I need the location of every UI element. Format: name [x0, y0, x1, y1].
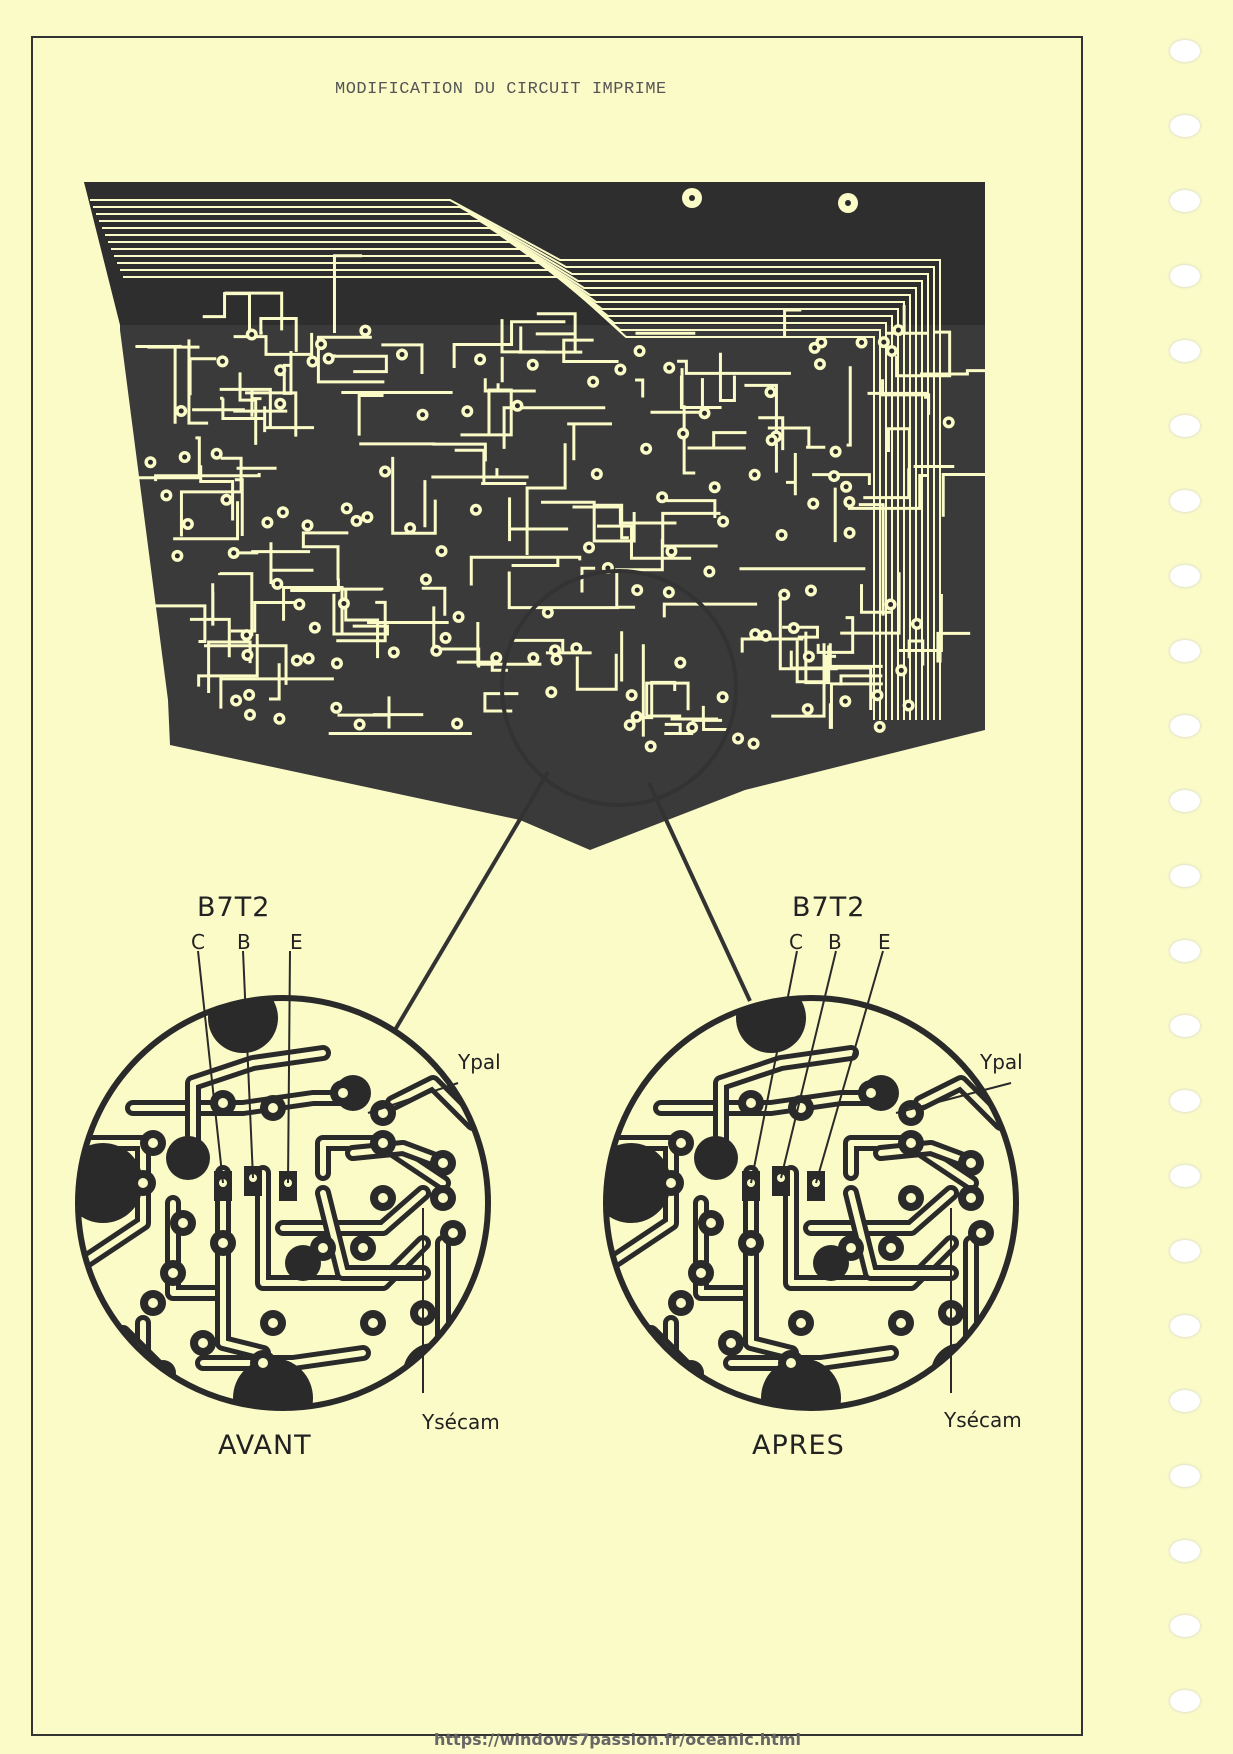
pcb-copper — [84, 182, 985, 850]
pin-e-avant: E — [290, 930, 303, 954]
binder-hole — [1170, 1090, 1200, 1112]
binder-hole — [1170, 115, 1200, 137]
pin-c-avant: C — [191, 930, 205, 954]
binder-hole — [1170, 190, 1200, 212]
leader-line-right — [647, 782, 752, 1002]
pin-leader — [287, 950, 291, 1184]
ypal-label-avant: Ypal — [458, 1050, 501, 1074]
pin-b-apres: B — [828, 930, 842, 954]
detail-circle-avant — [75, 950, 491, 1411]
magnify-circle — [500, 569, 738, 807]
caption-avant: AVANT — [218, 1430, 312, 1461]
binder-hole — [1170, 565, 1200, 587]
ysecam-label-apres: Ysécam — [944, 1408, 1022, 1432]
pin-c-apres: C — [789, 930, 803, 954]
binder-hole — [1170, 715, 1200, 737]
binder-hole — [1170, 340, 1200, 362]
page-title: MODIFICATION DU CIRCUIT IMPRIME — [335, 80, 667, 99]
transistor-label-apres: B7T2 — [792, 892, 866, 923]
pin-leader — [780, 950, 837, 1179]
pin-b-avant: B — [237, 930, 251, 954]
caption-apres: APRES — [752, 1430, 845, 1461]
pcb-board — [84, 182, 1027, 850]
binder-hole — [1170, 1015, 1200, 1037]
page-frame — [31, 36, 1083, 1736]
binder-hole — [1170, 640, 1200, 662]
detail-circle-apres — [603, 950, 1019, 1411]
binder-hole — [1170, 1240, 1200, 1262]
pin-e-apres: E — [878, 930, 891, 954]
pin-leader — [815, 950, 884, 1184]
binder-hole — [1170, 40, 1200, 62]
binder-hole — [1170, 1315, 1200, 1337]
binder-hole — [1170, 865, 1200, 887]
pin-leader — [750, 950, 798, 1184]
binder-hole — [1170, 1465, 1200, 1487]
ypal-label-apres: Ypal — [980, 1050, 1023, 1074]
binder-hole — [1170, 490, 1200, 512]
leader-line-left — [390, 770, 550, 1037]
binder-hole — [1170, 1165, 1200, 1187]
binder-hole — [1170, 1540, 1200, 1562]
binder-hole — [1170, 940, 1200, 962]
binder-hole — [1170, 1615, 1200, 1637]
binder-hole — [1170, 1690, 1200, 1712]
pin-leader — [242, 950, 254, 1179]
transistor-label-avant: B7T2 — [197, 892, 271, 923]
binder-hole — [1170, 790, 1200, 812]
source-url: https://windows7passion.fr/oceanic.html — [434, 1730, 801, 1749]
pin-leader — [197, 950, 224, 1184]
binder-hole — [1170, 415, 1200, 437]
binder-hole — [1170, 265, 1200, 287]
ysecam-label-avant: Ysécam — [422, 1410, 500, 1434]
binder-hole — [1170, 1390, 1200, 1412]
